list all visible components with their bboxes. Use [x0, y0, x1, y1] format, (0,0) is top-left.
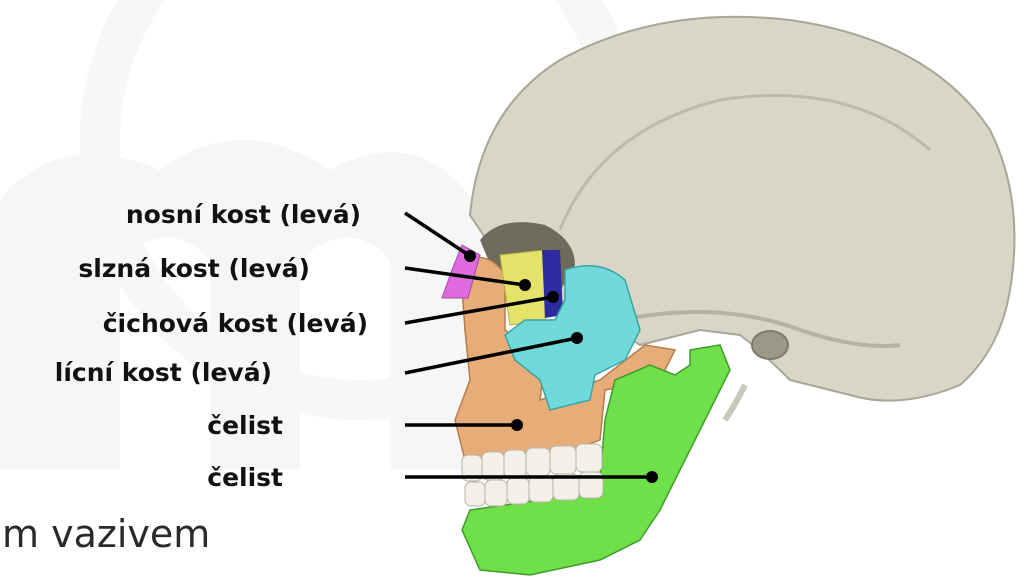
label-zygomatic-bone: lícní kost (levá)	[55, 358, 272, 387]
label-mandible: čelist	[207, 463, 283, 492]
label-ethmoid-bone: čichová kost (levá)	[103, 309, 368, 338]
label-nasal-bone: nosní kost (levá)	[126, 200, 361, 229]
label-maxilla: čelist	[207, 411, 283, 440]
label-lacrimal-bone: slzná kost (levá)	[78, 254, 310, 283]
